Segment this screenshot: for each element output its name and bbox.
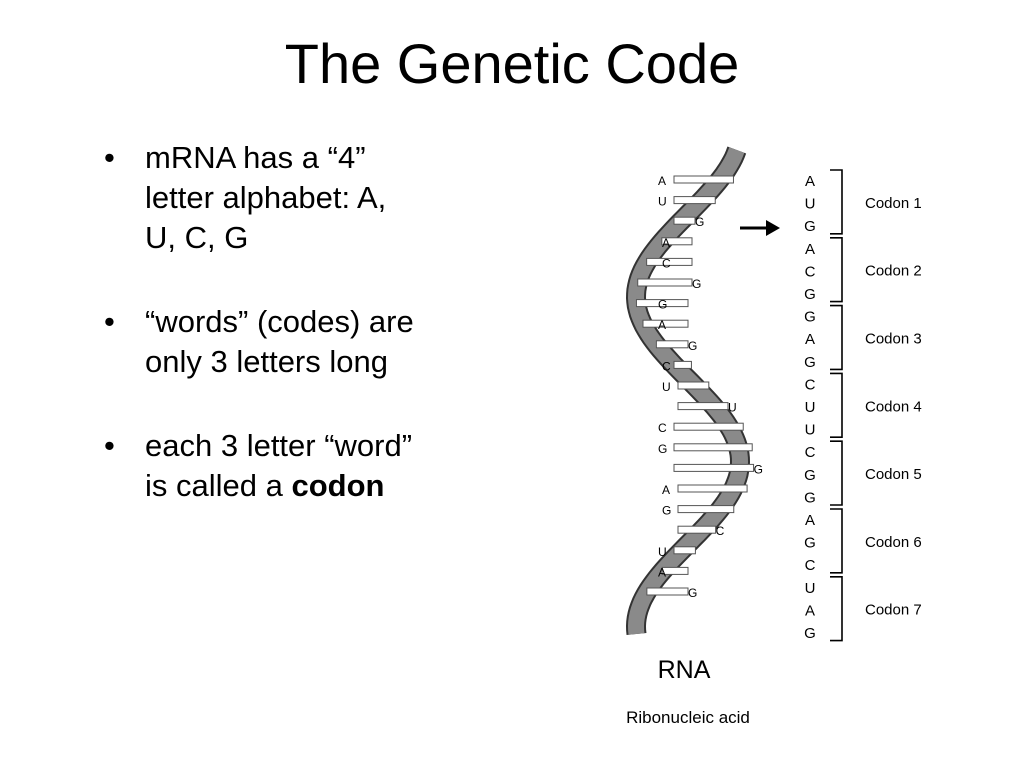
molecule-caption: Ribonucleic acid (626, 708, 750, 727)
strand-base-label: C (658, 421, 667, 435)
codon-base-label: G (804, 467, 816, 484)
base-pair-bar (673, 463, 755, 472)
codon-bracket (830, 169, 843, 235)
codon-bracket (830, 304, 843, 371)
codon-base-label: C (805, 557, 816, 574)
bullet-dot: • (104, 140, 115, 175)
codon-label: Codon 1 (865, 195, 922, 212)
slide-title: The Genetic Code (284, 32, 740, 95)
strand-base-label: G (695, 215, 704, 229)
base-pair-bar (655, 340, 689, 349)
strand-base-label: A (658, 318, 666, 332)
base-pair-bar (677, 381, 710, 390)
codon-base-label: A (805, 173, 815, 190)
base-pair-bar (677, 505, 735, 514)
strand-base-label: U (662, 380, 671, 394)
codon-base-label: U (805, 580, 816, 597)
codon-base-label: A (805, 602, 815, 619)
codon-base-label: A (805, 512, 815, 529)
codon-base-label: G (804, 354, 816, 371)
strand-base-label: G (662, 504, 671, 518)
bullet-item: • mRNA has a “4” letter alphabet: A, U, … (104, 138, 504, 258)
codon-base-label: G (804, 625, 816, 642)
base-pair-bar (673, 196, 716, 205)
bullet-text: each 3 letter “word” is called a (145, 428, 413, 503)
bullet-item: • each 3 letter “word” is called a codon (104, 426, 504, 506)
base-pair-bar (661, 237, 693, 246)
codon-bracket (830, 372, 843, 438)
strand-base-label: G (688, 339, 697, 353)
codon-base-label: A (805, 241, 815, 258)
codon-base-label: G (804, 535, 816, 552)
codon-base-label: C (805, 376, 816, 393)
strand-base-label: U (658, 545, 667, 559)
base-pair-bar (677, 484, 748, 493)
codon-base-label: G (804, 218, 816, 235)
bullet-list: • mRNA has a “4” letter alphabet: A, U, … (104, 138, 504, 550)
strand-base-label: A (662, 483, 670, 497)
strand-base-label: G (658, 298, 667, 312)
codon-label: Codon 4 (865, 398, 922, 415)
strand-base-label: A (658, 174, 666, 188)
codon-base-label: U (805, 422, 816, 439)
strand-base-label: A (662, 236, 670, 250)
codon-base-label: U (805, 196, 816, 213)
codon-label: Codon 3 (865, 331, 922, 348)
strand-base-label: G (754, 462, 763, 476)
strand-base-label: G (658, 442, 667, 456)
strand-base-label: C (662, 359, 671, 373)
codon-base-label: U (805, 399, 816, 416)
base-pair-bar (673, 360, 692, 369)
codon-bracket (830, 508, 843, 574)
strand-base-label: U (658, 195, 667, 209)
bullet-text: “words” (codes) are only 3 letters long (145, 304, 414, 379)
codon-bracket (830, 237, 843, 303)
codon-base-label: C (805, 263, 816, 280)
base-pair-bar (673, 546, 696, 555)
codon-base-label: G (804, 309, 816, 326)
strand-base-label: C (662, 256, 671, 270)
base-pair-bar (673, 216, 696, 225)
bullet-item: • “words” (codes) are only 3 letters lon… (104, 302, 504, 382)
codon-base-label: A (805, 331, 815, 348)
strand-base-label: A (658, 565, 666, 579)
codon-label: Codon 6 (865, 534, 922, 551)
bullet-dot: • (104, 428, 115, 463)
base-pair-bar (673, 175, 734, 184)
base-pair-bar (646, 587, 689, 596)
base-pair-bar (646, 257, 693, 266)
base-pair-bar (637, 278, 693, 287)
base-pair-bar (642, 319, 689, 328)
codon-bracket (830, 440, 843, 506)
base-pair-bar (677, 402, 729, 411)
bullet-text: mRNA has a “4” letter alphabet: A, U, C,… (145, 140, 387, 255)
base-pair-bar (661, 566, 689, 575)
bold-term-codon: codon (291, 468, 385, 503)
base-pair-bar (677, 525, 717, 534)
codon-base-label: C (805, 444, 816, 461)
codon-bracket (830, 576, 843, 642)
strand-base-label: G (692, 277, 701, 291)
codon-label: Codon 7 (865, 602, 922, 619)
strand-base-label: U (728, 401, 737, 415)
molecule-label: RNA (658, 656, 711, 684)
base-pair-bar (673, 443, 753, 452)
codon-base-label: G (804, 286, 816, 303)
base-pair-bar (673, 422, 744, 431)
codon-base-label: G (804, 489, 816, 506)
codon-label: Codon 5 (865, 466, 922, 483)
base-pair-bar (635, 299, 689, 308)
codon-label: Codon 2 (865, 263, 922, 280)
bullet-dot: • (104, 304, 115, 339)
strand-base-label: G (688, 586, 697, 600)
arrow-icon (740, 220, 780, 236)
strand-base-label: C (716, 524, 725, 538)
